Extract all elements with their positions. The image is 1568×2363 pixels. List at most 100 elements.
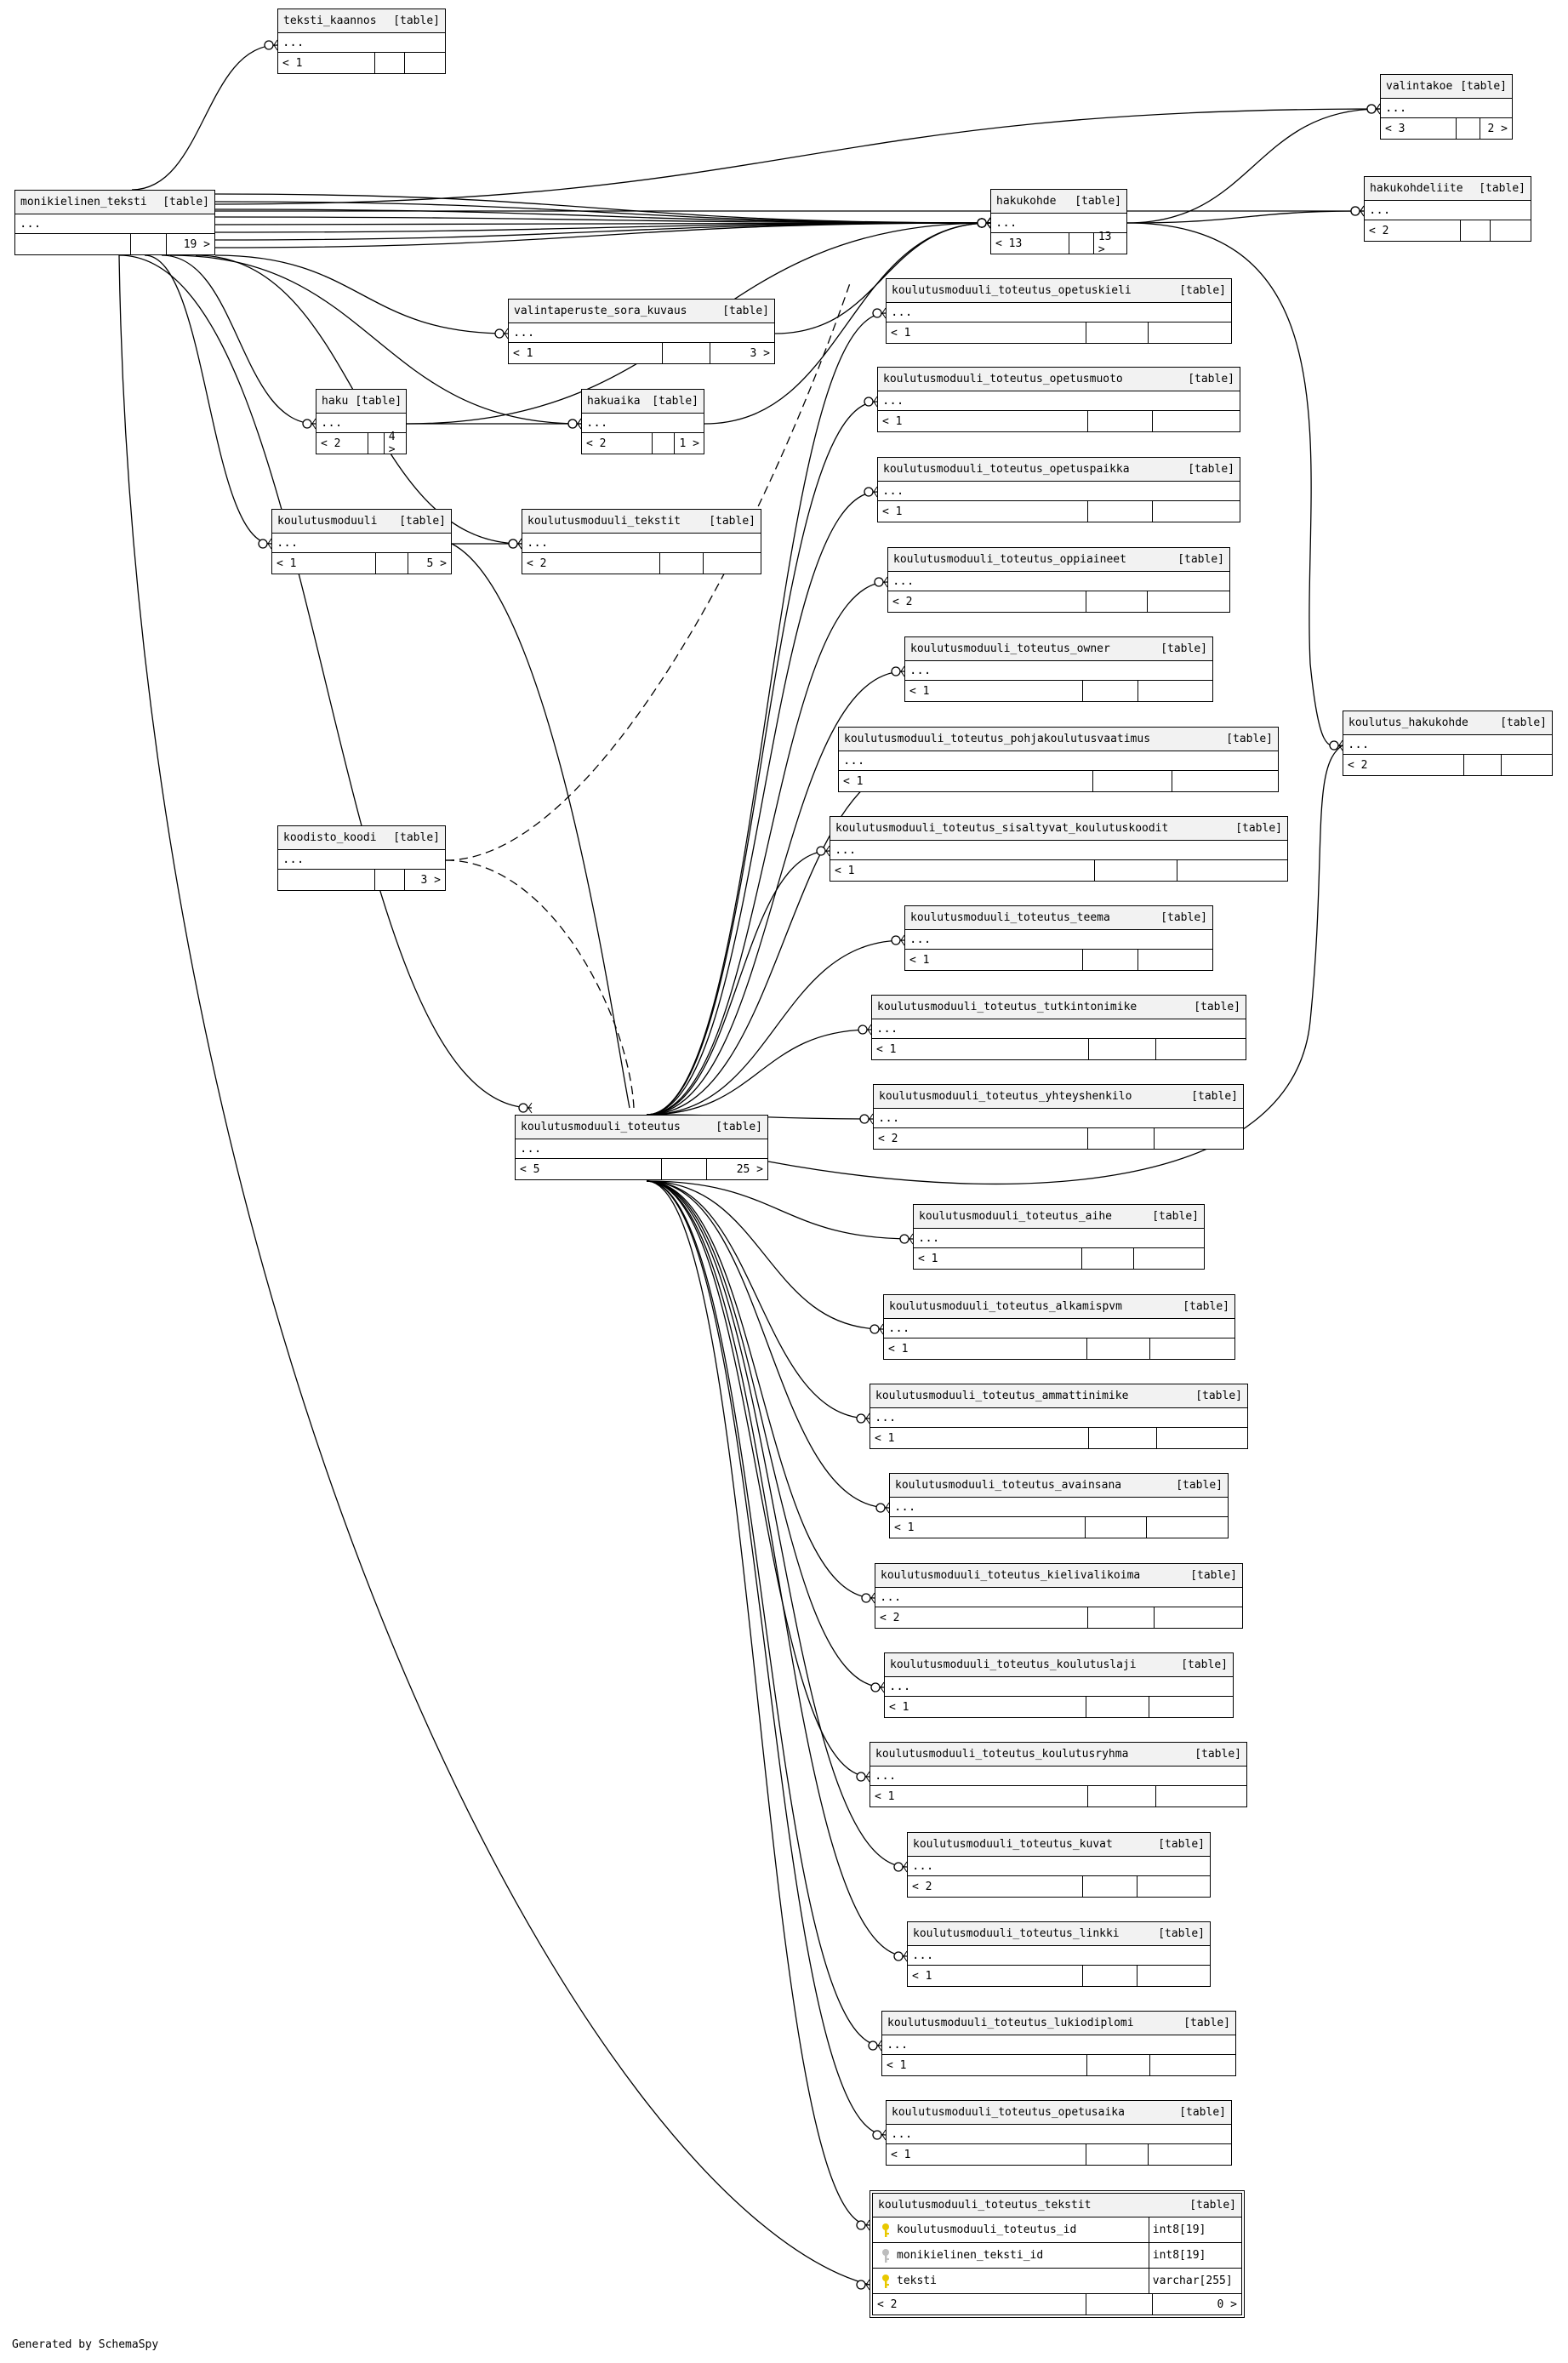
zero-or-many-marker	[494, 328, 505, 339]
table-kt_sisaltyvat[interactable]: koulutusmoduuli_toteutus_sisaltyvat_koul…	[830, 816, 1288, 882]
table-kt_pohja[interactable]: koulutusmoduuli_toteutus_pohjakoulutusva…	[838, 727, 1279, 792]
relationship-line	[118, 254, 533, 1109]
table-columns-collapsed: ...	[875, 1588, 1242, 1607]
table-columns-collapsed: ...	[272, 534, 451, 553]
table-name: valintaperuste_sora_kuvaus	[514, 305, 687, 317]
crows-foot-marker	[903, 1950, 908, 1962]
table-name: koulutusmoduuli_toteutus_kuvat	[913, 1838, 1113, 1851]
table-kt_oppiaineet[interactable]: koulutusmoduuli_toteutus_oppiaineet [tabl…	[887, 547, 1230, 613]
table-columns-collapsed: ...	[887, 303, 1231, 322]
table-kt_kieli[interactable]: koulutusmoduuli_toteutus_kielivalikoima[…	[875, 1563, 1243, 1629]
parent-count: < 1	[882, 2055, 1087, 2075]
table-kt_opetuspaikka[interactable]: koulutusmoduuli_toteutus_opetuspaikka[ta…	[877, 457, 1240, 522]
table-kind: [table]	[1176, 1479, 1223, 1492]
table-kind: [table]	[1479, 182, 1525, 195]
table-name: koulutusmoduuli_tekstit	[527, 515, 681, 528]
zero-or-many-marker	[856, 2220, 866, 2230]
child-count	[1177, 860, 1287, 881]
zero-or-many-marker	[864, 397, 874, 407]
column-row[interactable]: monikielinen_teksti_id int8[19]	[873, 2243, 1241, 2269]
table-kt_owner[interactable]: koulutusmoduuli_toteutus_owner[table] ..…	[904, 636, 1213, 702]
table-kt_alkamis[interactable]: koulutusmoduuli_toteutus_alkamispvm[tabl…	[883, 1294, 1235, 1360]
table-monikielinen_teksti[interactable]: monikielinen_teksti[table] ... 19 >	[14, 190, 215, 255]
table-koodisto_koodi[interactable]: koodisto_koodi[table] ... 3 >	[277, 825, 446, 891]
table-kt_laji[interactable]: koulutusmoduuli_toteutus_koulutuslaji[ta…	[884, 1652, 1234, 1718]
table-kt_yhteys[interactable]: koulutusmoduuli_toteutus_yhteyshenkilo[t…	[873, 1084, 1244, 1150]
table-kind: [table]	[722, 305, 769, 317]
table-kind: [table]	[399, 515, 446, 528]
child-count	[1138, 681, 1212, 701]
crows-foot-marker	[869, 1113, 874, 1125]
table-kt_avain[interactable]: koulutusmoduuli_toteutus_avainsana [table…	[889, 1473, 1229, 1538]
table-kt_teema[interactable]: koulutusmoduuli_toteutus_teema[table] ..…	[904, 905, 1213, 971]
zero-or-many-marker	[872, 308, 882, 318]
child-count	[1138, 1876, 1210, 1897]
table-kt_lukio[interactable]: koulutusmoduuli_toteutus_lukiodiplomi[ta…	[881, 2011, 1236, 2076]
table-name: koulutusmoduuli_toteutus_avainsana	[895, 1479, 1122, 1492]
table-kt_opetuskieli[interactable]: koulutusmoduuli_toteutus_opetuskieli[tab…	[886, 278, 1232, 344]
table-kind: [table]	[1177, 553, 1224, 566]
table-kt_ammatti[interactable]: koulutusmoduuli_toteutus_ammattinimike[t…	[870, 1384, 1248, 1449]
table-name: koulutusmoduuli_toteutus_oppiaineet	[893, 553, 1126, 566]
zero-or-many-marker	[858, 1025, 868, 1035]
column-type: int8[19]	[1152, 2249, 1206, 2262]
parent-count: < 2	[1365, 220, 1462, 241]
zero-or-many-marker	[1329, 740, 1339, 751]
zero-or-many-marker	[875, 1503, 886, 1513]
crows-foot-marker	[517, 538, 522, 550]
parent-count	[15, 234, 131, 254]
crows-foot-marker	[865, 1771, 870, 1783]
table-kind: [table]	[1188, 373, 1234, 385]
column-type: varchar[255]	[1152, 2275, 1233, 2287]
table-teksti_kaannos[interactable]: teksti_kaannos[table] ... < 1	[277, 9, 446, 74]
child-count: 4 >	[388, 431, 396, 456]
table-name: koulutusmoduuli_toteutus_yhteyshenkilo	[879, 1090, 1132, 1103]
table-koulutusmoduuli_tekstit[interactable]: koulutusmoduuli_tekstit[table] ... < 2	[522, 509, 761, 574]
table-kt_linkki[interactable]: koulutusmoduuli_toteutus_linkki[table] .…	[907, 1921, 1211, 1987]
parent-count: < 13	[991, 233, 1070, 254]
crows-foot-marker	[900, 665, 905, 677]
table-kind: [table]	[1194, 1001, 1240, 1013]
relationship-line	[144, 254, 272, 545]
table-kt_kuvat[interactable]: koulutusmoduuli_toteutus_kuvat[table] ..…	[907, 1832, 1211, 1898]
table-kind: [table]	[1500, 716, 1547, 729]
table-koulutus_hakukohde[interactable]: koulutus_hakukohde[table] ... < 2	[1343, 711, 1553, 776]
table-kt_opetusaika[interactable]: koulutusmoduuli_toteutus_opetusaika[tabl…	[886, 2100, 1232, 2166]
zero-or-many-marker	[891, 935, 901, 945]
table-columns-collapsed: ...	[870, 1408, 1247, 1428]
child-count: 5 >	[426, 557, 447, 570]
parent-count: < 1	[887, 322, 1086, 343]
table-name: koulutusmoduuli_toteutus_opetusaika	[892, 2106, 1125, 2119]
relationship-line	[214, 254, 509, 334]
zero-or-many-marker	[870, 1682, 881, 1692]
relationship-line	[646, 1180, 914, 1240]
table-columns-collapsed: ...	[905, 930, 1212, 950]
column-row[interactable]: teksti varchar[255]	[873, 2269, 1241, 2294]
table-koulutusmoduuli_toteutus_tekstit[interactable]: koulutusmoduuli_toteutus_tekstit[table] …	[870, 2190, 1245, 2318]
table-columns-collapsed: ...	[878, 482, 1240, 501]
table-kind: [table]	[1158, 1927, 1205, 1940]
table-hakukohdeliite[interactable]: hakukohdeliite[table] ... < 2	[1364, 176, 1531, 242]
crows-foot-marker	[870, 1592, 875, 1604]
table-name: koulutusmoduuli_toteutus_lukiodiplomi	[887, 2017, 1134, 2029]
table-name: koulutusmoduuli_toteutus_koulutusryhma	[875, 1748, 1129, 1761]
table-columns-collapsed: ...	[1343, 735, 1552, 755]
table-kt_aihe[interactable]: koulutusmoduuli_toteutus_aihe[table] ...…	[913, 1204, 1205, 1270]
crows-foot-marker	[865, 2219, 870, 2231]
zero-or-many-marker	[861, 1593, 871, 1603]
column-row[interactable]: koulutusmoduuli_toteutus_id int8[19]	[873, 2217, 1241, 2243]
table-kt_tutkinto[interactable]: koulutusmoduuli_toteutus_tutkintonimike[…	[871, 995, 1246, 1060]
table-kt_opetusmuoto[interactable]: koulutusmoduuli_toteutus_opetusmuoto[tab…	[877, 367, 1240, 432]
column-name: monikielinen_teksti_id	[897, 2249, 1044, 2262]
table-kt_ryhma[interactable]: koulutusmoduuli_toteutus_koulutusryhma[t…	[870, 1742, 1247, 1807]
table-valintaperuste_sora_kuvaus[interactable]: valintaperuste_sora_kuvaus[table] ... < …	[508, 299, 775, 364]
table-columns-collapsed: ...	[885, 1677, 1233, 1697]
table-kind: [table]	[1179, 284, 1226, 297]
parent-count: < 1	[870, 1428, 1089, 1448]
